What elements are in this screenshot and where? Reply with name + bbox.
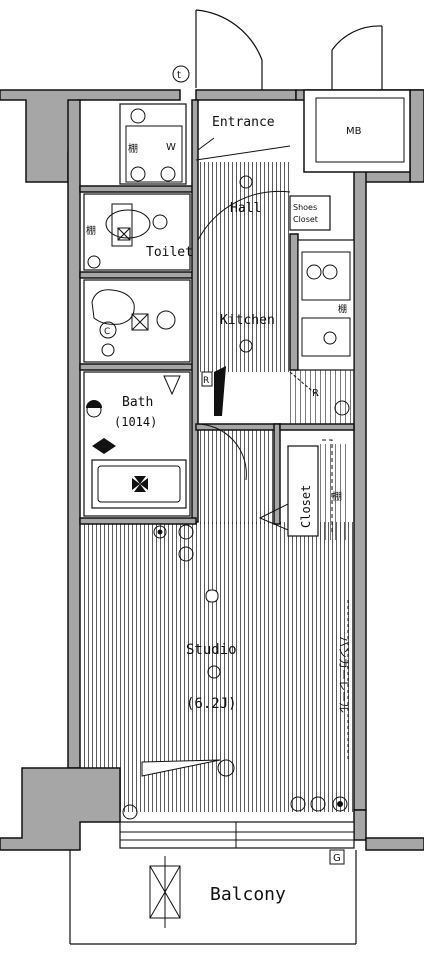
studio-size-label: (6.2J) (186, 696, 237, 712)
closet-label: Closet (299, 485, 313, 528)
mb-label: MB (346, 126, 362, 137)
marker-g: G (333, 853, 341, 864)
toilet-room (83, 193, 191, 271)
studio-floor (84, 522, 354, 812)
entrance-door (195, 9, 263, 90)
refrigerator-label-1: R (312, 388, 319, 399)
hanger-rail-label: ハンガーレール (337, 636, 350, 713)
window-sash (119, 821, 355, 849)
kitchen-label: Kitchen (220, 313, 275, 328)
kitchen-sink (301, 317, 351, 357)
entrance-label: Entrance (212, 115, 275, 130)
studio-label: Studio (186, 642, 237, 658)
shoes-closet (289, 195, 331, 231)
washroom (83, 279, 191, 363)
aircon (141, 759, 221, 777)
shoes-closet-label: Shoes (293, 203, 317, 212)
kitchen-side-floor (290, 370, 354, 428)
marker-t (172, 65, 190, 83)
washer-label: W (166, 142, 176, 153)
shelf-label-3: 棚 (338, 303, 347, 315)
shelf-label-4: 棚 (332, 490, 342, 503)
mb-door (331, 25, 383, 90)
bath-label: Bath (122, 395, 153, 410)
closet-floor (320, 444, 350, 540)
hall-label: Hall (230, 201, 261, 216)
stove-burner-1 (306, 264, 322, 280)
hall-floor (198, 162, 290, 372)
bath-size-label: (1014) (114, 415, 157, 429)
shelf-label-1: 棚 (128, 142, 138, 155)
svg-text:Closet: Closet (293, 215, 318, 224)
marker-g-box (329, 849, 345, 865)
marker-c: C (104, 327, 110, 337)
wash-basin (91, 289, 135, 325)
refrigerator-space (201, 371, 213, 387)
closet (287, 445, 319, 537)
shelf-label-2: 棚 (86, 224, 96, 237)
refrigerator-label-2: R (203, 376, 209, 386)
mb-inner (315, 97, 405, 163)
kitchen-floor-lower (198, 428, 276, 524)
toilet-label: Toilet (146, 245, 193, 260)
kitchen-counter (297, 239, 355, 371)
svg-text:t: t (177, 70, 181, 81)
balcony-label: Balcony (210, 884, 286, 905)
drain-symbol (149, 856, 181, 928)
stove-burner-2 (322, 264, 338, 280)
